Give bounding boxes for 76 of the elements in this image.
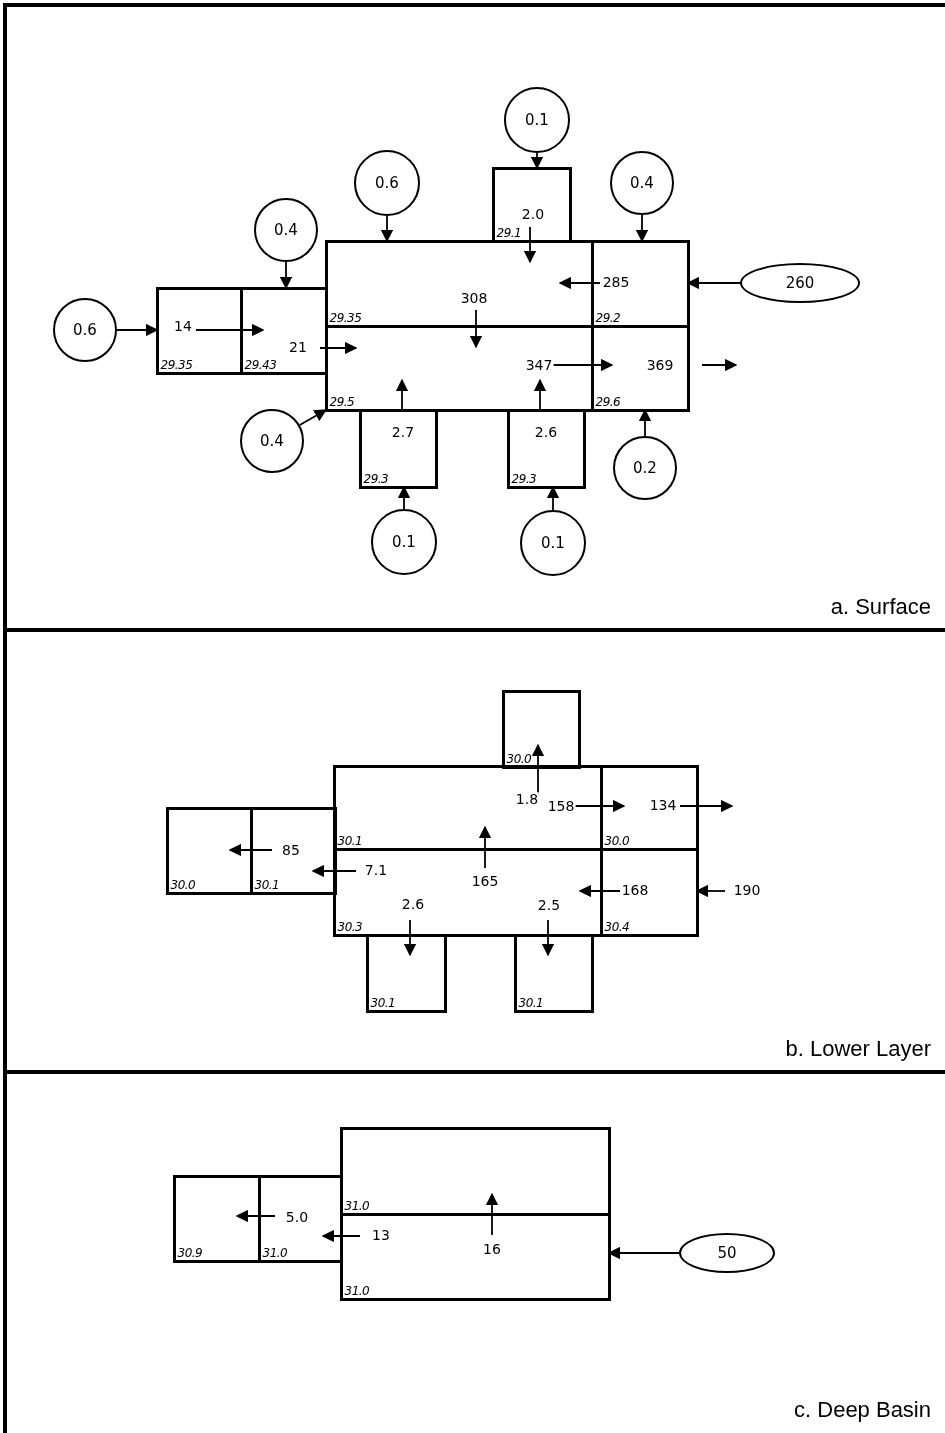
source-circle <box>371 509 437 575</box>
panel-title: c. Deep Basin <box>794 1397 931 1423</box>
flow-arrow <box>116 323 159 337</box>
flow-arrow <box>485 1192 499 1236</box>
salinity-value: 29.43 <box>244 358 277 371</box>
flow-value: 0.2 <box>633 459 657 477</box>
flow-arrow <box>403 919 417 957</box>
flow-arrow <box>228 843 273 857</box>
source-circle <box>240 409 304 473</box>
flow-arrow <box>679 799 734 813</box>
source-circle <box>613 436 677 500</box>
salinity-value: 29.2 <box>595 311 621 324</box>
panel <box>3 1070 945 1433</box>
flow-arrow <box>578 884 621 898</box>
salinity-value: 30.4 <box>604 920 630 933</box>
flow-value: 0.4 <box>630 174 654 192</box>
salinity-value: 30.9 <box>177 1246 203 1259</box>
flow-value: 0.1 <box>525 111 549 129</box>
flow-value: 0.6 <box>73 321 97 339</box>
flow-arrow <box>478 825 492 869</box>
flow-value: 0.4 <box>260 432 284 450</box>
salinity-value: 30.0 <box>604 834 630 847</box>
salinity-value: 29.1 <box>496 226 522 239</box>
source-circle <box>610 151 674 215</box>
flow-arrow <box>298 409 328 426</box>
salinity-value: 29.3 <box>363 472 389 485</box>
flow-arrow <box>321 1229 361 1243</box>
source-circle <box>354 150 420 216</box>
flow-value: 0.1 <box>392 533 416 551</box>
salinity-value: 29.35 <box>160 358 193 371</box>
model-box <box>172 1174 261 1263</box>
flow-arrow <box>523 226 537 264</box>
source-ellipse <box>740 263 860 303</box>
salinity-value: 29.5 <box>329 395 355 408</box>
model-box <box>501 689 581 769</box>
panel-title: a. Surface <box>830 594 931 620</box>
flow-arrow <box>380 215 394 243</box>
salinity-value: 29.6 <box>595 395 621 408</box>
salinity-value: 29.35 <box>329 311 362 324</box>
source-circle <box>53 298 117 362</box>
flow-arrow <box>701 358 738 372</box>
flow-arrow <box>541 919 555 957</box>
salinity-value: 30.3 <box>337 920 363 933</box>
salinity-value: 30.0 <box>170 878 196 891</box>
salinity-value: 30.1 <box>254 878 280 891</box>
salinity-value: 31.0 <box>344 1199 370 1212</box>
flow-arrow <box>552 358 614 372</box>
source-circle <box>520 510 586 576</box>
flow-arrow <box>558 276 601 290</box>
salinity-value: 30.1 <box>337 834 363 847</box>
salinity-value: 31.0 <box>344 1284 370 1297</box>
flow-value: 0.1 <box>541 534 565 552</box>
flow-value: 260 <box>785 274 815 292</box>
source-circle <box>504 87 570 153</box>
salinity-value: 29.3 <box>511 472 537 485</box>
model-box <box>165 806 253 895</box>
flow-arrow <box>235 1209 276 1223</box>
flow-value: 0.4 <box>274 221 298 239</box>
flow-value: 50 <box>717 1244 737 1262</box>
salinity-value: 30.1 <box>518 996 544 1009</box>
flow-arrow <box>319 341 358 355</box>
panel-title: b. Lower Layer <box>785 1036 931 1062</box>
salinity-value: 30.1 <box>370 996 396 1009</box>
salinity-value: 31.0 <box>262 1246 288 1259</box>
flow-arrow <box>635 214 649 243</box>
flow-arrow <box>574 799 626 813</box>
salinity-value: 30.0 <box>506 752 532 765</box>
flow-arrow <box>195 323 265 337</box>
flow-arrow <box>469 309 483 349</box>
flow-arrow <box>311 864 357 878</box>
model-box <box>339 1126 611 1216</box>
flow-value: 0.6 <box>375 174 399 192</box>
source-circle <box>254 198 318 262</box>
flow-arrow <box>530 152 544 170</box>
flow-arrow <box>279 261 293 290</box>
source-ellipse <box>679 1233 775 1273</box>
